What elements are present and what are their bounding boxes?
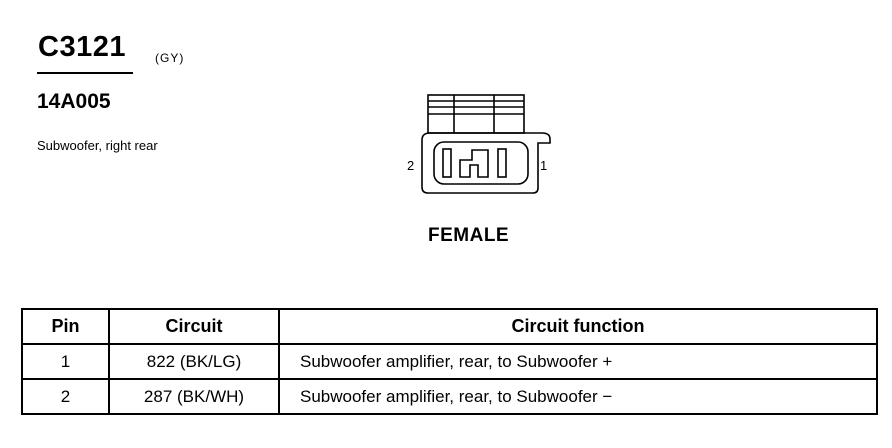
pin-2-cavity (442, 148, 452, 178)
table-header-row: Pin Circuit Circuit function (21, 308, 878, 345)
connector-gender: FEMALE (428, 225, 510, 246)
cell-circuit: 822 (BK/LG) (108, 343, 280, 380)
table-row: 2 287 (BK/WH) Subwoofer amplifier, rear,… (21, 378, 878, 415)
table-row: 1 822 (BK/LG) Subwoofer amplifier, rear,… (21, 343, 878, 380)
pinout-table: Pin Circuit Circuit function 1 822 (BK/L… (21, 308, 878, 415)
keyed-cavity (459, 149, 489, 178)
cell-circuit: 287 (BK/WH) (108, 378, 280, 415)
header-circuit: Circuit (108, 308, 280, 345)
header-circuit-function: Circuit function (278, 308, 878, 345)
cell-pin: 1 (21, 343, 110, 380)
part-number: 14A005 (37, 90, 111, 113)
connector-id: C3121 (38, 31, 126, 63)
connector-body (421, 132, 551, 194)
cell-pin: 2 (21, 378, 110, 415)
color-code: (GY) (155, 51, 185, 65)
pin-2-label: 2 (407, 158, 415, 173)
component-description: Subwoofer, right rear (37, 138, 158, 153)
header-pin: Pin (21, 308, 110, 345)
pin-1-cavity (497, 148, 507, 178)
connector-id-underline (37, 72, 133, 74)
connector-face-diagram (421, 94, 551, 194)
connector-inner-face (433, 141, 529, 185)
cell-circuit-function: Subwoofer amplifier, rear, to Subwoofer … (278, 343, 878, 380)
cell-circuit-function: Subwoofer amplifier, rear, to Subwoofer … (278, 378, 878, 415)
pin-1-label: 1 (540, 158, 548, 173)
